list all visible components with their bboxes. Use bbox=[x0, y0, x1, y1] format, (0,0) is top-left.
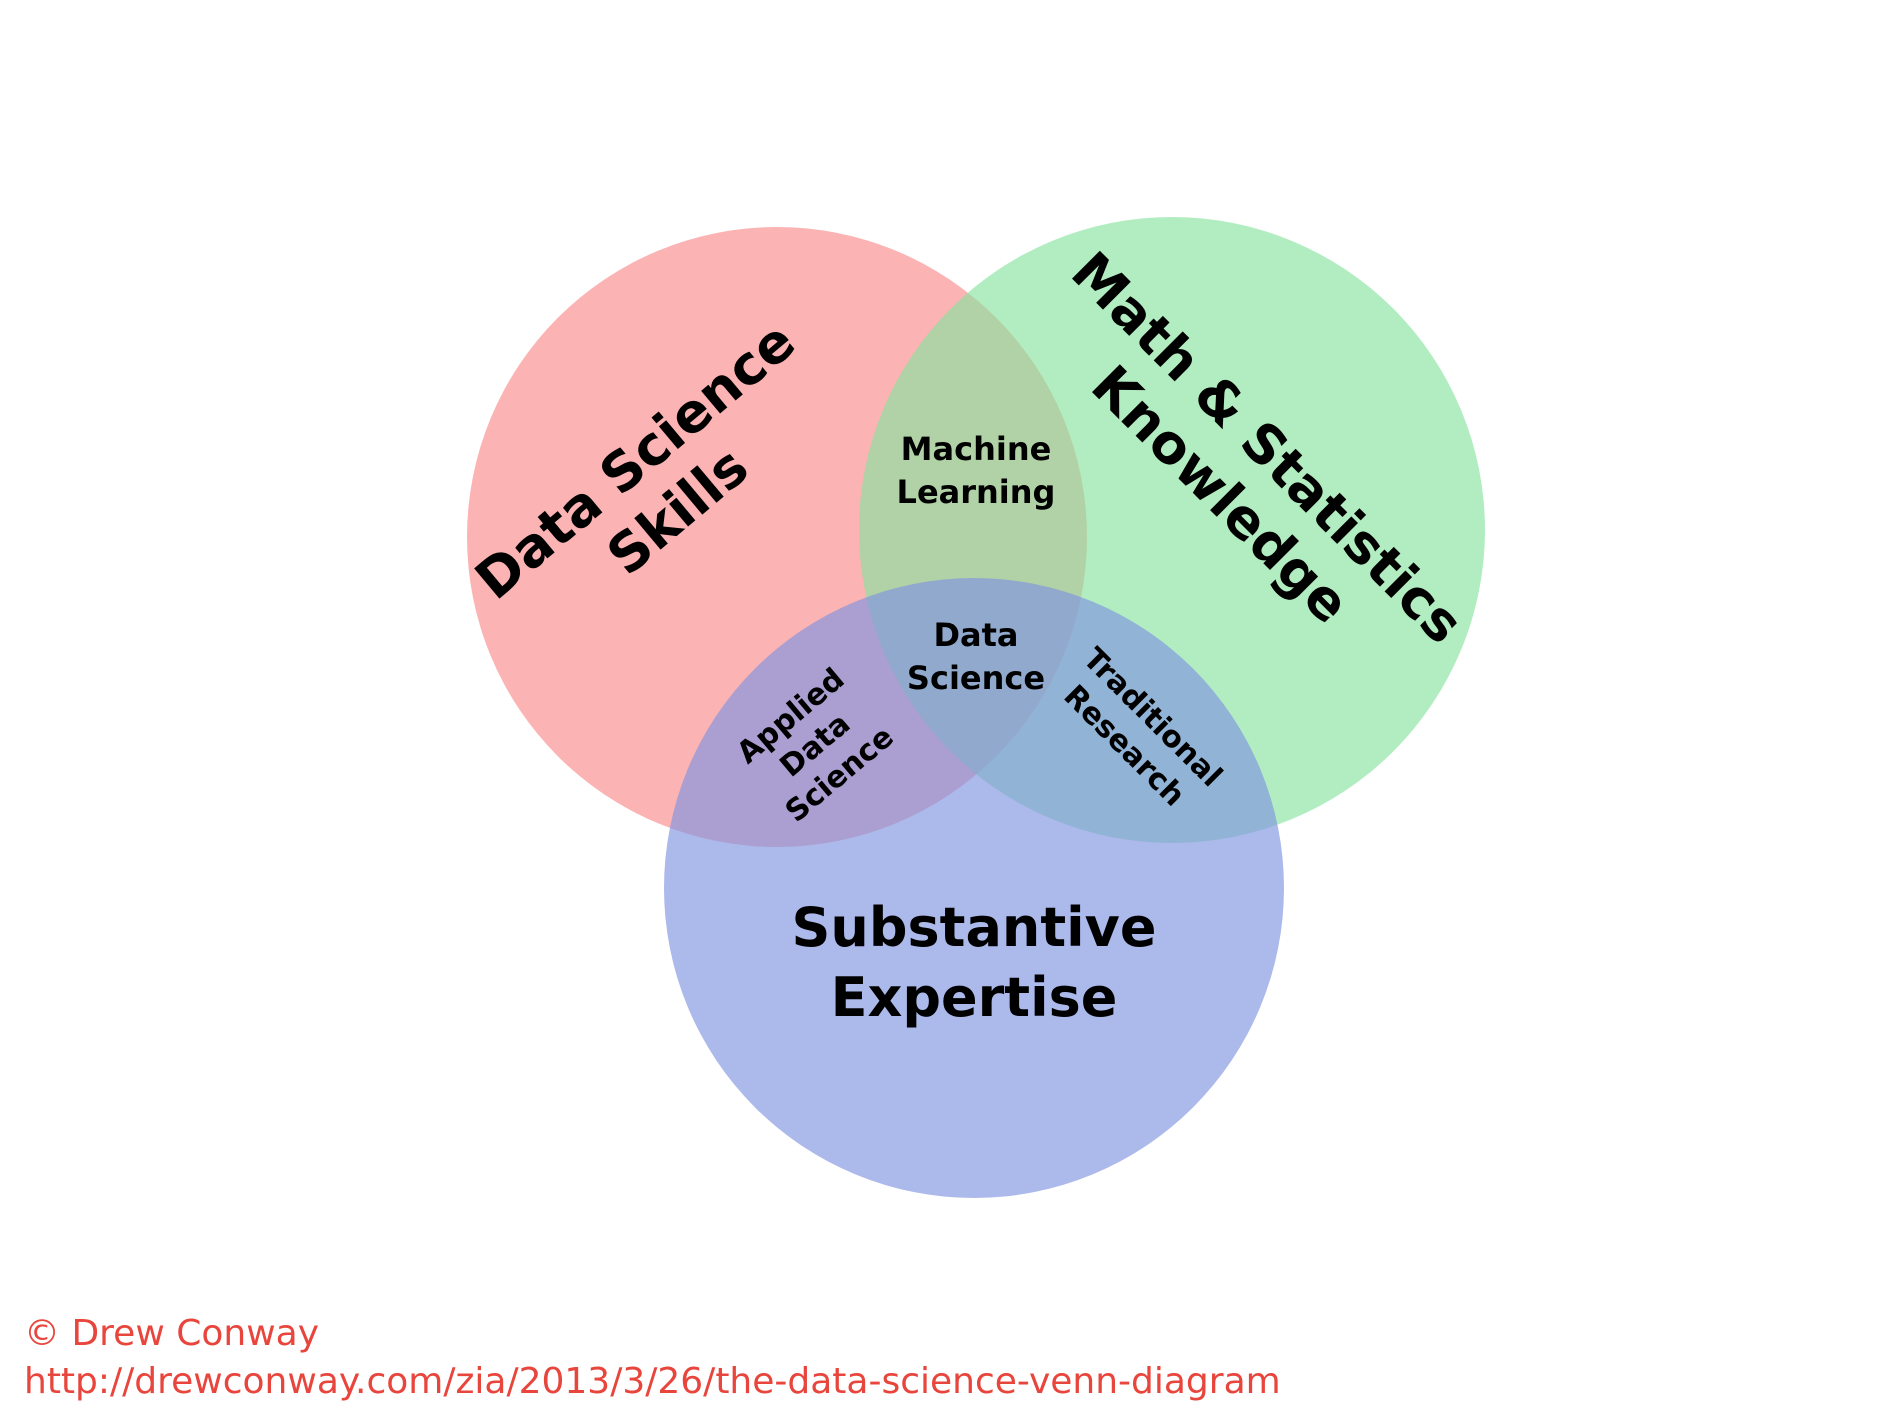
intersection-label-line: Machine bbox=[901, 430, 1052, 468]
set-label-line: Expertise bbox=[831, 966, 1118, 1029]
intersection-label-data-science: Data Science bbox=[907, 616, 1045, 697]
intersection-label-line: Data bbox=[933, 616, 1018, 654]
intersection-label-machine-learning: Machine Learning bbox=[897, 430, 1056, 511]
circle-substantive-expertise bbox=[664, 578, 1284, 1198]
venn-circles bbox=[467, 217, 1485, 1198]
set-label-line: Substantive bbox=[792, 896, 1157, 959]
credit-url: http://drewconway.com/zia/2013/3/26/the-… bbox=[24, 1361, 1281, 1402]
intersection-label-line: Learning bbox=[897, 473, 1056, 511]
set-label-substantive-expertise: Substantive Expertise bbox=[792, 896, 1157, 1029]
credit-author: © Drew Conway bbox=[24, 1313, 319, 1354]
intersection-label-line: Science bbox=[907, 659, 1045, 697]
